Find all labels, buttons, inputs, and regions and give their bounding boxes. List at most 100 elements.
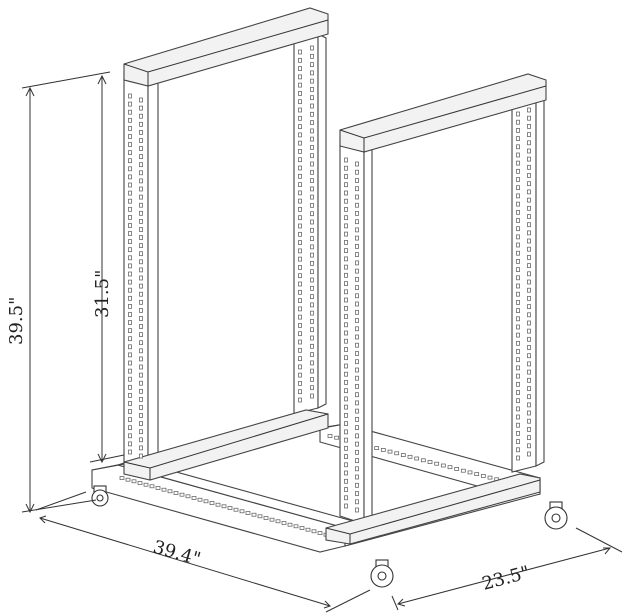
mounting-hole <box>310 269 314 275</box>
mounting-hole <box>298 99 302 105</box>
mounting-hole <box>527 173 531 178</box>
mounting-hole <box>139 259 143 265</box>
mounting-hole <box>516 250 520 256</box>
mounting-hole <box>527 164 531 170</box>
mounting-hole <box>516 381 520 387</box>
mounting-hole <box>527 369 531 375</box>
mounting-hole <box>516 431 520 436</box>
mounting-hole <box>440 463 446 468</box>
mounting-hole <box>139 299 143 305</box>
mounting-hole <box>516 398 520 404</box>
mounting-hole <box>516 316 520 322</box>
mounting-hole <box>139 186 143 192</box>
mounting-hole <box>310 261 314 266</box>
mounting-hole <box>344 495 348 501</box>
mounting-hole <box>128 117 132 123</box>
mounting-hole <box>310 294 314 299</box>
depth-label: 39.4" <box>151 537 203 571</box>
mounting-hole <box>139 421 143 426</box>
mounting-hole <box>355 285 359 290</box>
mounting-hole <box>310 145 314 150</box>
mounting-hole <box>128 247 132 253</box>
mounting-hole <box>527 124 531 129</box>
mounting-hole <box>355 260 359 266</box>
mounting-hole <box>310 393 314 399</box>
mounting-hole <box>251 512 257 517</box>
mounting-hole <box>355 268 359 274</box>
mounting-hole <box>355 466 359 472</box>
mounting-hole <box>298 149 302 154</box>
mounting-hole <box>355 244 359 249</box>
mounting-hole <box>407 454 413 459</box>
mounting-hole <box>128 336 132 342</box>
mounting-hole <box>527 181 531 187</box>
mounting-hole <box>527 189 531 195</box>
mounting-hole <box>139 138 143 143</box>
mounting-hole <box>355 293 359 299</box>
mounting-hole <box>344 330 348 336</box>
mounting-hole <box>527 238 531 244</box>
mounting-hole <box>128 417 132 422</box>
mounting-hole <box>128 109 132 115</box>
mounting-hole <box>527 230 531 236</box>
mounting-hole <box>139 413 143 418</box>
mounting-hole <box>263 516 269 520</box>
mounting-hole <box>344 223 348 229</box>
mounting-hole <box>344 297 348 303</box>
mounting-hole <box>355 318 359 323</box>
mounting-hole <box>173 491 179 495</box>
mounting-hole <box>344 305 348 311</box>
mounting-hole <box>298 389 302 395</box>
mounting-hole <box>310 252 314 258</box>
mounting-hole <box>298 173 302 179</box>
dimension-width: 23.5" <box>391 527 623 611</box>
mounting-hole <box>298 140 302 146</box>
mounting-hole <box>344 437 348 443</box>
mounting-hole <box>298 364 302 370</box>
mounting-hole <box>128 409 132 414</box>
mounting-hole <box>310 360 314 366</box>
mounting-hole <box>310 377 314 382</box>
mounting-hole <box>298 281 302 287</box>
mounting-hole <box>516 193 520 199</box>
mounting-hole <box>344 207 348 212</box>
mounting-hole <box>344 165 348 171</box>
mounting-hole <box>143 482 149 487</box>
mounting-hole <box>139 219 143 224</box>
mounting-hole <box>355 482 359 488</box>
mounting-hole <box>128 263 132 269</box>
mounting-hole <box>374 446 380 450</box>
mounting-hole <box>139 291 143 297</box>
mounting-hole <box>355 161 359 167</box>
mounting-hole <box>128 360 132 366</box>
mounting-hole <box>139 308 143 313</box>
mounting-hole <box>516 406 520 412</box>
mounting-hole <box>414 456 420 461</box>
mounting-hole <box>527 287 531 293</box>
mounting-hole <box>454 467 460 471</box>
mounting-hole <box>155 486 161 490</box>
width-label: 23.5" <box>480 562 532 595</box>
mounting-hole <box>298 298 302 303</box>
mounting-hole <box>344 454 348 459</box>
mounting-hole <box>139 397 143 402</box>
mounting-hole <box>516 439 520 444</box>
mounting-hole <box>310 178 314 183</box>
mounting-hole <box>137 481 143 485</box>
mounting-hole <box>344 388 348 394</box>
caster-wheel-icon <box>91 485 568 588</box>
mounting-hole <box>355 301 359 307</box>
mounting-hole <box>298 207 302 212</box>
mounting-hole <box>344 487 348 492</box>
mounting-hole <box>139 267 143 273</box>
mounting-hole <box>516 291 520 297</box>
mounting-hole <box>310 194 314 200</box>
mounting-hole <box>355 194 359 200</box>
mounting-hole <box>355 491 359 496</box>
mounting-hole <box>344 470 348 476</box>
mounting-hole <box>344 462 348 468</box>
mounting-hole <box>128 271 132 277</box>
mounting-hole <box>344 380 348 385</box>
mounting-hole <box>344 215 348 221</box>
mounting-hole <box>310 236 314 241</box>
